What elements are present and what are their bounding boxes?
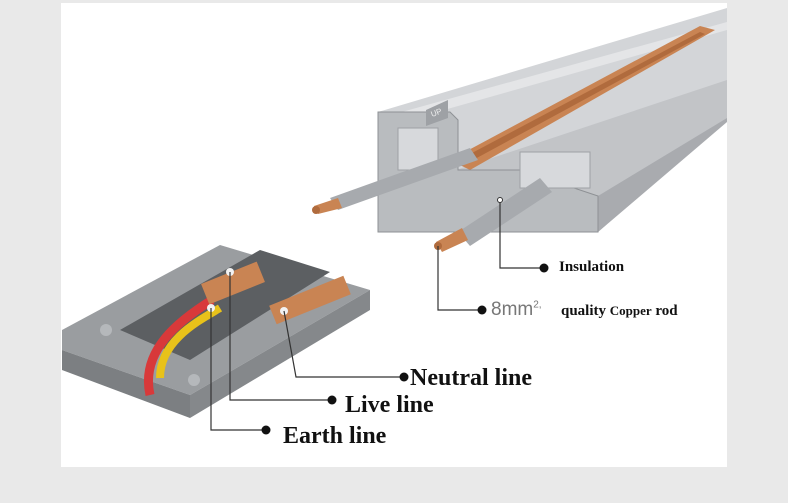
copper-prefix: quality: [561, 303, 607, 319]
copper-mid: Copper: [609, 303, 652, 318]
yellow-wire: [156, 304, 223, 379]
live-line-label: Live line: [345, 392, 434, 418]
rod-size-label: 8mm2,: [491, 300, 542, 319]
copper-suffix: rod: [655, 303, 678, 319]
copper-rod-label: quality Copper rod: [561, 304, 678, 319]
callout-dots: [261, 197, 549, 435]
red-wire: [144, 296, 215, 396]
connector-block: [62, 245, 370, 418]
aluminium-track: UP: [377, 8, 727, 233]
callout-lines: [210, 200, 540, 431]
rod-size-unit: 2,: [533, 299, 542, 311]
rod-size-value: 8mm: [491, 299, 534, 320]
rail-marking: UP: [430, 107, 444, 119]
copper-rod-upper: [312, 148, 478, 214]
insulation-label: Insulation: [559, 259, 625, 275]
copper-rod-lower: [434, 178, 552, 252]
earth-line-label: Earth line: [283, 423, 387, 449]
neutral-line-label: Neutral line: [410, 365, 532, 391]
